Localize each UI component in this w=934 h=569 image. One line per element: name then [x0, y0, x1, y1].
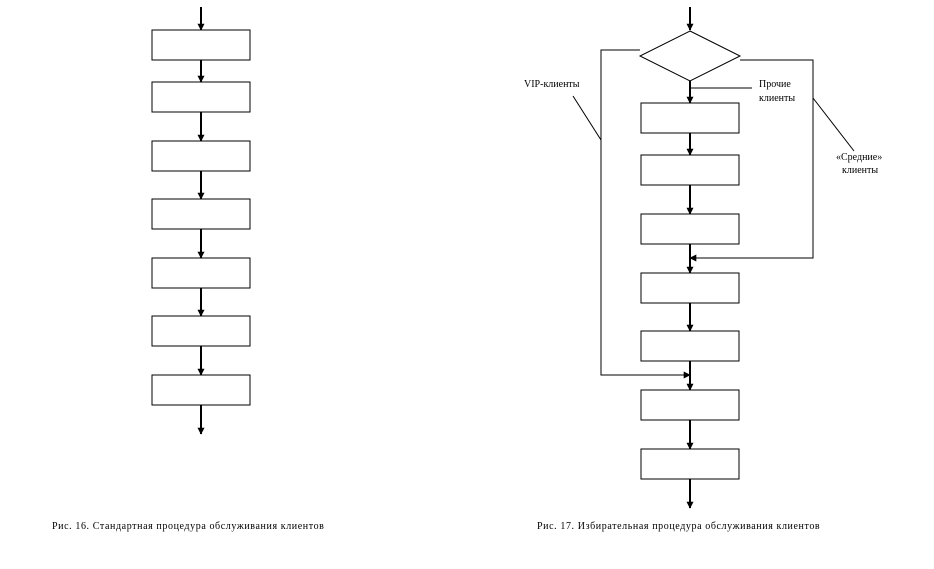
- fig17-vip-branch-line: [600, 49, 691, 379]
- fig17-medium-leader: [812, 97, 855, 152]
- figure-16-standard-flow: Рис. 16. Стандартная процедура обслужива…: [52, 7, 325, 532]
- fig16-step-5: [151, 257, 251, 289]
- fig16-caption: Рис. 16. Стандартная процедура обслужива…: [52, 521, 325, 532]
- fig16-step-4: [151, 198, 251, 230]
- fig17-step-4: [640, 272, 740, 304]
- fig17-caption: Рис. 17. Избирательная процедура обслужи…: [537, 521, 820, 532]
- fig17-step-3: [640, 213, 740, 245]
- fig17-label-other-2: клиенты: [759, 93, 795, 104]
- fig17-label-vip: VIP-клиенты: [524, 79, 580, 90]
- fig16-step-7: [151, 374, 251, 406]
- fig17-decision-diamond: [638, 30, 742, 82]
- fig16-step-1: [151, 29, 251, 61]
- fig17-medium-branch-line: [689, 59, 814, 262]
- fig17-label-medium-1: «Средние»: [836, 152, 882, 163]
- fig17-vip-leader: [572, 95, 602, 141]
- fig17-step-7: [640, 448, 740, 480]
- fig17-step-2: [640, 154, 740, 186]
- fig17-step-1: [640, 102, 740, 134]
- fig16-step-3: [151, 140, 251, 172]
- fig17-step-6: [640, 389, 740, 421]
- fig17-label-medium-2: клиенты: [842, 165, 878, 176]
- fig16-step-2: [151, 81, 251, 113]
- fig17-step-5: [640, 330, 740, 362]
- fig17-label-other-1: Прочие: [759, 79, 791, 90]
- figure-17-selective-flow: VIP-клиенты Прочие клиенты «Средние» кли…: [524, 7, 882, 532]
- fig16-step-6: [151, 315, 251, 347]
